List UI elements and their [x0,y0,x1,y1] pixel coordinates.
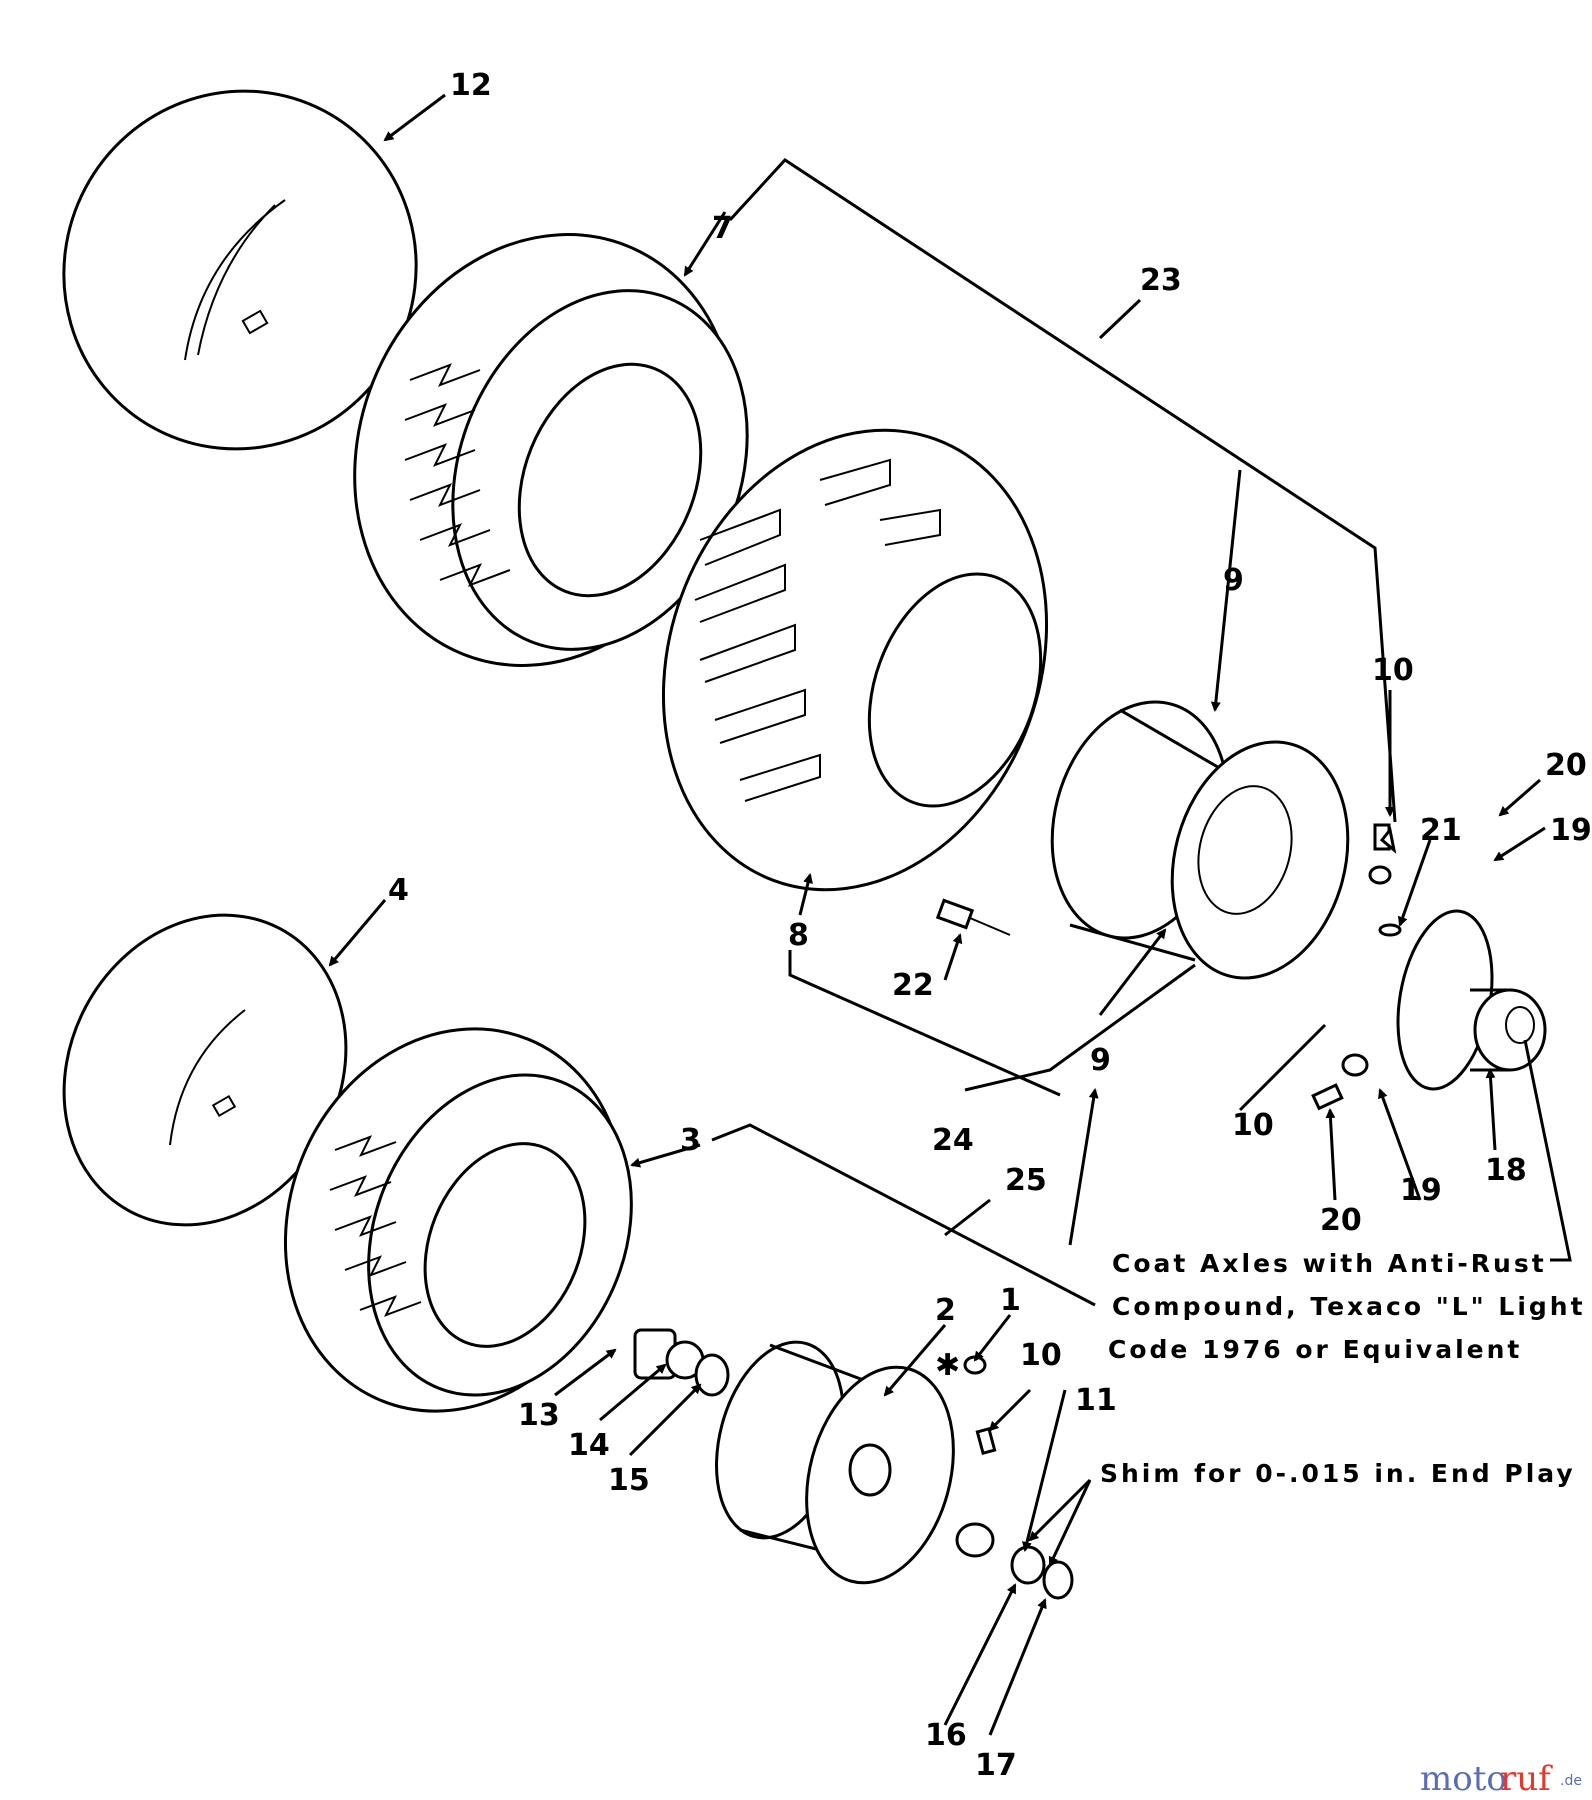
shim-note: Shim for 0-.015 in. End Play [1100,1459,1576,1488]
callout-21: 21 [1420,813,1462,848]
watermark-part-3: .de [1560,1773,1582,1789]
callout-20-upper: 20 [1545,748,1587,783]
callout-13: 13 [518,1398,560,1433]
callout-16: 16 [925,1718,967,1753]
watermark-part-2: ruf [1500,1759,1553,1799]
callout-9-upper: 9 [1223,563,1244,598]
leader-lines [328,93,1572,1736]
callout-8: 8 [788,918,809,953]
callout-10-middle: 10 [1232,1108,1274,1143]
callout-22: 22 [892,968,934,1003]
wheel-rim-rear [1050,700,1350,980]
callout-1: 1 [1000,1283,1021,1318]
callout-12: 12 [450,68,492,103]
wheel-rim-front [715,1340,955,1585]
callout-19-lower: 19 [1400,1173,1442,1208]
lug-tire [661,428,1049,892]
asterisk-mark: ✱ [935,1348,960,1383]
hardware-upper [935,823,1402,1111]
anti-rust-note-line-3: Code 1976 or Equivalent [1108,1335,1522,1364]
callout-7: 7 [712,211,733,246]
callout-9-lower: 9 [1090,1043,1111,1078]
callout-14: 14 [568,1428,610,1463]
callout-20-lower: 20 [1320,1203,1362,1238]
callouts: 12 7 23 9 10 20 19 21 8 22 4 9 10 24 20 … [388,68,1592,1783]
anti-rust-note-line-2: Compound, Texaco "L" Light [1112,1292,1586,1321]
turf-tire-front [283,1027,633,1413]
callout-2: 2 [935,1293,956,1328]
callout-15: 15 [608,1463,650,1498]
axle-hub [1396,909,1547,1091]
callout-4: 4 [388,873,409,908]
callout-11: 11 [1075,1383,1117,1418]
callout-3: 3 [680,1123,701,1158]
notes: Coat Axles with Anti-Rust Compound, Texa… [1100,1249,1586,1488]
callout-24: 24 [932,1123,974,1158]
anti-rust-note-line-1: Coat Axles with Anti-Rust [1112,1249,1547,1278]
inner-tube-front [62,913,348,1227]
callout-10-upper: 10 [1372,653,1414,688]
watermark-part-1: moto [1420,1759,1507,1799]
callout-18: 18 [1485,1153,1527,1188]
callout-19-upper: 19 [1550,813,1592,848]
callout-25: 25 [1005,1163,1047,1198]
callout-17: 17 [975,1748,1017,1783]
callout-23: 23 [1140,263,1182,298]
callout-10-lower: 10 [1020,1338,1062,1373]
turf-tire-rear [353,233,749,667]
watermark-logo: moto ruf .de [1420,1759,1582,1799]
